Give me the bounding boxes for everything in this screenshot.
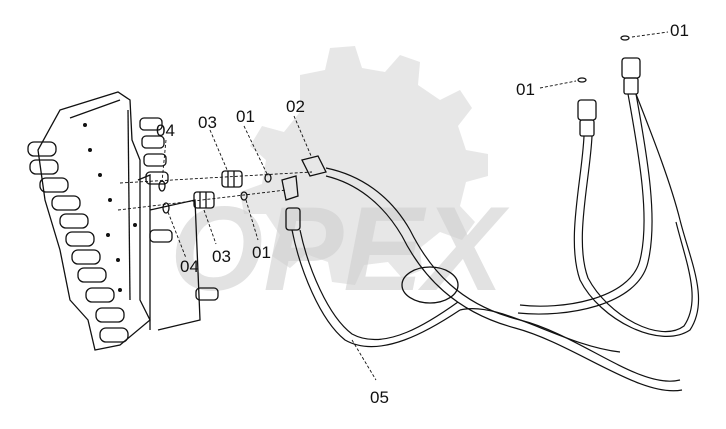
watermark: OPEX [170, 46, 510, 316]
control-valve-block [27, 91, 219, 351]
callout-04-lower: 04 [180, 257, 199, 276]
hoses-right-pair [401, 57, 700, 337]
watermark-gear [240, 46, 488, 285]
callout-01-upper: 01 [236, 107, 255, 126]
callout-01-lower: 01 [252, 243, 271, 262]
leader-lines [161, 31, 669, 381]
callout-labels: 01 01 01 01 02 03 03 04 04 05 [156, 21, 689, 407]
callout-02: 02 [286, 97, 305, 116]
o-ring-01-top-a [577, 77, 587, 83]
o-ring-01-lower [240, 191, 248, 201]
hose-assembly-05 [281, 175, 621, 353]
callout-03-lower: 03 [212, 247, 231, 266]
hose-assembly-02 [301, 155, 683, 392]
valve-detail-dots [83, 123, 137, 292]
callout-04-upper: 04 [156, 121, 175, 140]
watermark-text: OPEX [170, 182, 510, 316]
fitting-assembly [117, 170, 313, 214]
spool-ports-left [27, 141, 129, 343]
callout-01-right: 01 [516, 80, 535, 99]
o-ring-04-lower [162, 202, 170, 214]
hose-fitting-right-a [577, 99, 597, 137]
o-ring-01-top-b [620, 35, 630, 41]
o-ring-04-upper [158, 180, 166, 192]
hose-fitting-right-b [621, 57, 641, 95]
adapter-03-upper [221, 170, 243, 188]
callout-03-upper: 03 [198, 113, 217, 132]
callout-05: 05 [370, 388, 389, 407]
spool-ports-right [139, 117, 219, 301]
adapter-03-lower [193, 191, 215, 209]
o-ring-01-upper [264, 173, 272, 183]
callout-01-top-right: 01 [670, 21, 689, 40]
